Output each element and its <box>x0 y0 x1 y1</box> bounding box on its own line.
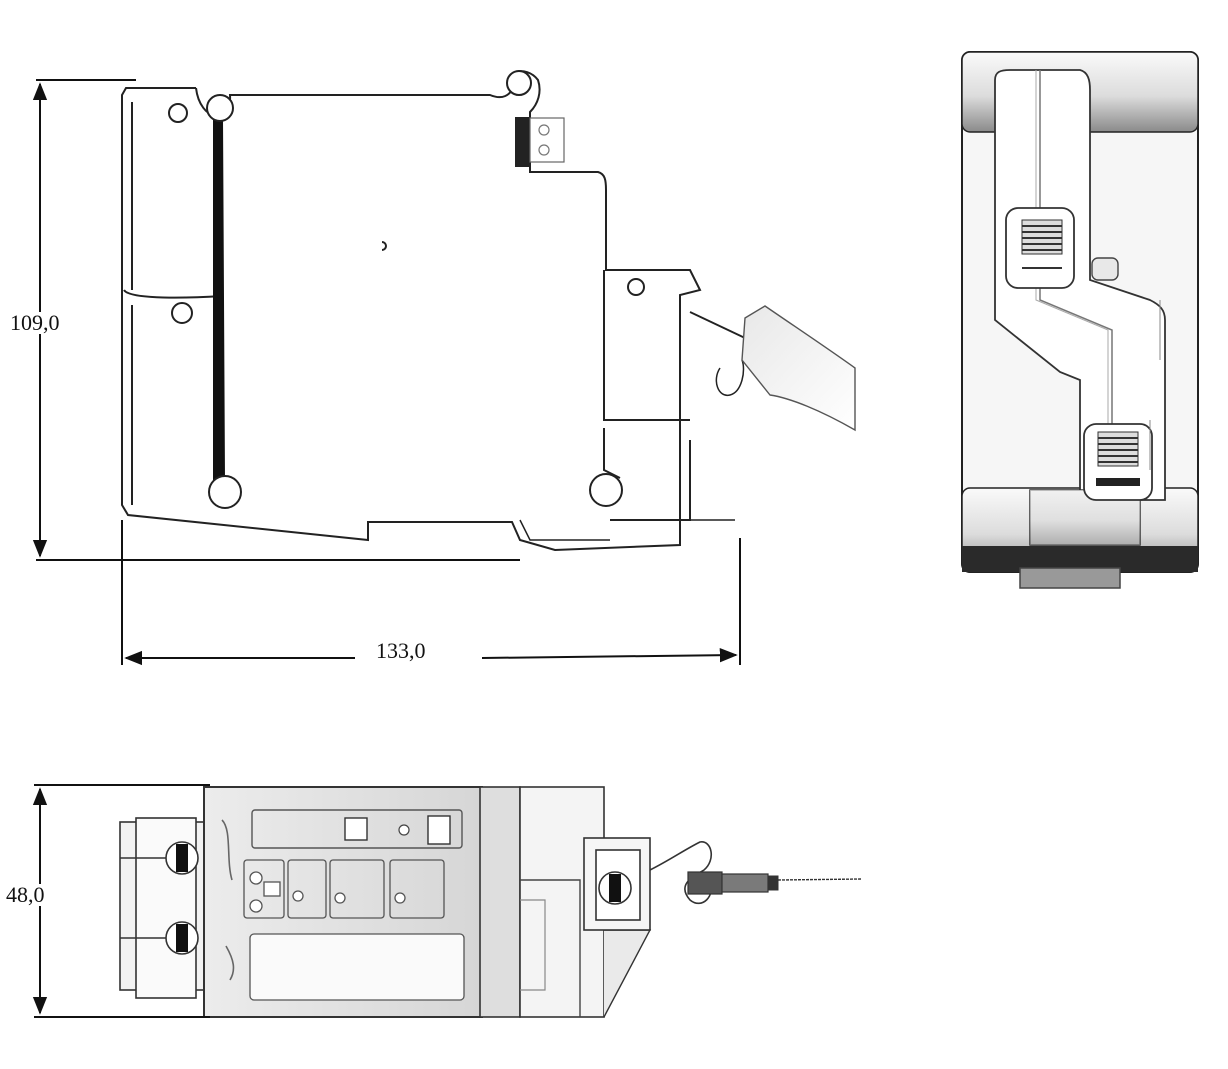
length-dimension-label: 133,0 <box>376 638 426 663</box>
side-view <box>121 70 856 552</box>
end-view-screw-bottom <box>1083 423 1153 501</box>
length-dimension <box>121 520 741 666</box>
side-view-cable <box>741 305 856 432</box>
side-view-hole <box>208 475 242 509</box>
end-view-screw-top <box>1005 207 1075 289</box>
side-view-hole <box>206 94 234 122</box>
width-dimension-label: 48,0 <box>6 882 45 907</box>
front-view-left-terminal <box>119 817 207 999</box>
height-dimension <box>32 79 520 561</box>
front-view-seal-wire <box>649 841 863 905</box>
length-dimension-arrow-right <box>481 647 738 663</box>
front-view-right-terminal <box>583 837 651 931</box>
end-view <box>961 51 1199 589</box>
side-view-body-outline <box>121 87 681 552</box>
side-view-hole <box>589 473 623 507</box>
front-view <box>119 786 863 1018</box>
height-dimension-label: 109,0 <box>10 310 60 335</box>
